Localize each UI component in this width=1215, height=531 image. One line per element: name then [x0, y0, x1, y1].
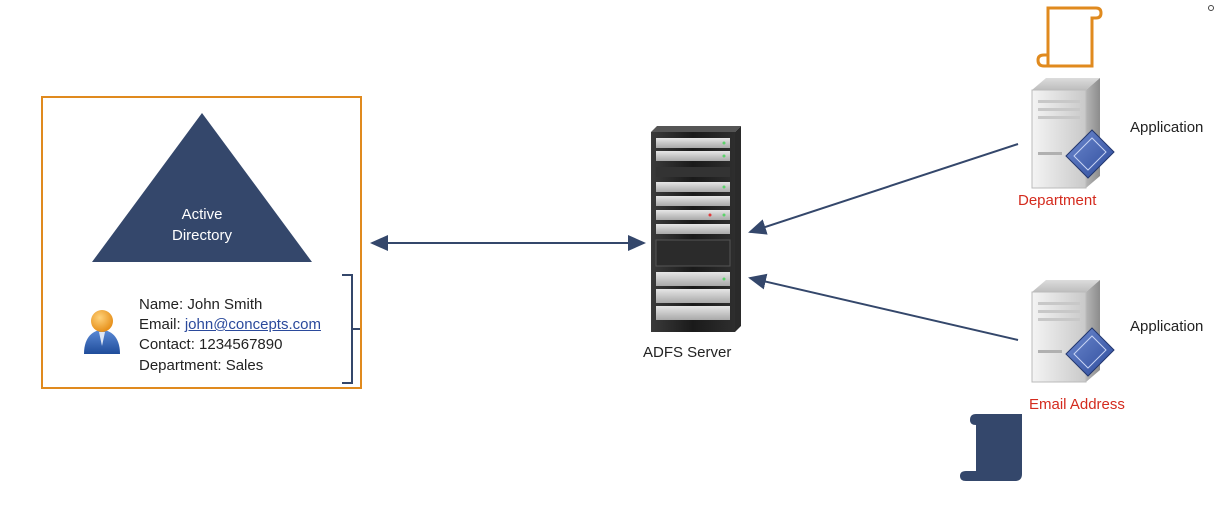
- application-label-2: Application: [1130, 318, 1204, 335]
- attributes-bracket: [342, 274, 360, 384]
- app2-to-adfs-arrow: [748, 273, 1019, 341]
- user-email-prefix: Email:: [139, 316, 185, 333]
- corner-mark-icon: [1208, 5, 1214, 11]
- app1-to-adfs-arrow: [748, 143, 1019, 235]
- active-directory-box: [41, 96, 362, 389]
- email-address-claim-label: Email Address: [1029, 396, 1125, 413]
- orange-scroll-icon: [1036, 6, 1103, 68]
- user-icon: [84, 310, 120, 354]
- active-directory-triangle: [92, 113, 312, 262]
- application-label-1: Application: [1130, 119, 1204, 136]
- active-directory-label-line2: Directory: [171, 227, 232, 244]
- department-claim-label: Department: [1018, 192, 1097, 209]
- server-rack-icon: [651, 126, 741, 332]
- navy-scroll-icon: [960, 414, 1022, 481]
- user-email-row: Email: john@concepts.com: [139, 315, 321, 335]
- application-server-icon-2: [1031, 280, 1115, 383]
- active-directory-label-line1: Active: [181, 206, 223, 223]
- application-server-icon-1: [1031, 78, 1115, 189]
- user-name-text: Name: John Smith: [139, 296, 263, 313]
- adfs-server-label: ADFS Server: [643, 344, 732, 361]
- user-contact-text: Contact: 1234567890: [139, 336, 283, 353]
- user-department-text: Department: Sales: [139, 357, 264, 374]
- user-email-link[interactable]: john@concepts.com: [184, 316, 321, 333]
